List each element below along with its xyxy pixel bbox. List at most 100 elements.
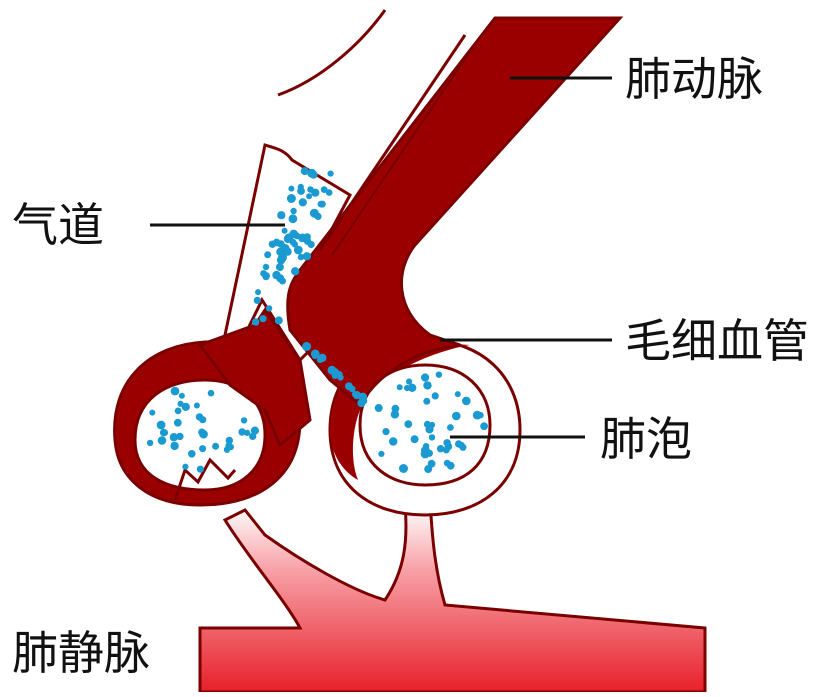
- oxygen-dot: [284, 248, 292, 256]
- oxygen-dot: [391, 410, 399, 418]
- oxygen-dot: [321, 186, 328, 193]
- oxygen-dot: [170, 433, 178, 441]
- pulmonary-vein: [200, 505, 705, 692]
- oxygen-dot: [299, 198, 307, 206]
- oxygen-dot: [160, 429, 168, 437]
- label-alveolus: 肺泡: [600, 416, 692, 462]
- oxygen-dot: [289, 214, 298, 223]
- oxygen-dot: [241, 417, 247, 423]
- oxygen-dot: [198, 429, 205, 436]
- oxygen-dot: [404, 385, 410, 391]
- oxygen-dot: [352, 391, 358, 397]
- oxygen-dot: [423, 381, 431, 389]
- oxygen-dot: [277, 240, 285, 248]
- oxygen-dot: [455, 391, 461, 397]
- oxygen-dot: [288, 186, 294, 192]
- oxygen-dot: [477, 412, 484, 419]
- oxygen-dot: [197, 466, 204, 473]
- oxygen-dot: [298, 234, 307, 243]
- label-airway: 气道: [12, 202, 104, 248]
- oxygen-dot: [170, 442, 178, 450]
- oxygen-dot: [428, 460, 436, 468]
- oxygen-dot: [249, 433, 256, 440]
- oxygen-dot: [337, 374, 343, 380]
- oxygen-dot: [158, 436, 167, 445]
- oxygen-dot: [149, 410, 155, 416]
- oxygen-dot: [429, 434, 435, 440]
- oxygen-dot: [171, 387, 180, 396]
- oxygen-dot: [174, 419, 182, 427]
- oxygen-dot: [282, 228, 288, 234]
- oxygen-dot: [266, 305, 272, 311]
- oxygen-dot: [397, 384, 403, 390]
- oxygen-dot: [226, 437, 233, 444]
- oxygen-dot: [252, 318, 259, 325]
- oxygen-dot: [447, 424, 454, 431]
- oxygen-dot: [423, 443, 429, 449]
- oxygen-dot: [404, 420, 412, 428]
- oxygen-dot: [147, 440, 153, 446]
- oxygen-dot: [182, 464, 188, 470]
- oxygen-dot: [432, 392, 439, 399]
- oxygen-dot: [311, 350, 320, 359]
- oxygen-dot: [375, 404, 383, 412]
- oxygen-dot: [399, 464, 408, 473]
- oxygen-dot: [194, 403, 200, 409]
- oxygen-dot: [276, 263, 284, 271]
- oxygen-dot: [182, 403, 190, 411]
- label-capillary: 毛细血管: [625, 318, 809, 364]
- label-pulmonary-vein: 肺静脉: [12, 630, 150, 676]
- oxygen-dot: [333, 368, 339, 374]
- oxygen-dot: [208, 390, 215, 397]
- oxygen-dot: [290, 208, 296, 214]
- oxygen-dot: [360, 398, 367, 405]
- oxygen-dot: [460, 444, 467, 451]
- label-pulmonary-artery: 肺动脉: [625, 56, 763, 102]
- oxygen-dot: [444, 460, 451, 467]
- oxygen-dot: [284, 234, 293, 243]
- oxygen-dot: [319, 201, 326, 208]
- oxygen-dot: [157, 421, 166, 430]
- oxygen-dot: [263, 272, 270, 279]
- oxygen-dot: [436, 372, 442, 378]
- oxygen-dot: [424, 421, 431, 428]
- oxygen-dot: [188, 450, 196, 458]
- oxygen-dot: [421, 450, 430, 459]
- oxygen-dot: [199, 445, 206, 452]
- oxygen-dot: [212, 443, 219, 450]
- oxygen-dot: [275, 316, 283, 324]
- oxygen-dot: [378, 451, 384, 457]
- oxygen-dot: [328, 171, 334, 177]
- oxygen-dot: [462, 397, 471, 406]
- oxygen-dot: [292, 241, 298, 247]
- oxygen-dot: [255, 289, 261, 295]
- oxygen-dot: [423, 398, 430, 405]
- oxygen-dot: [382, 428, 389, 435]
- oxygen-dot: [277, 211, 285, 219]
- oxygen-dot: [302, 342, 311, 351]
- oxygen-dot: [199, 416, 206, 423]
- oxygen-dot: [259, 315, 266, 322]
- oxygen-dot: [411, 435, 419, 443]
- oxygen-dot: [287, 194, 296, 203]
- oxygen-dot: [254, 297, 261, 304]
- oxygen-dot: [307, 169, 316, 178]
- oxygen-dot: [308, 241, 315, 248]
- oxygen-dot: [303, 252, 311, 260]
- oxygen-dot: [175, 408, 182, 415]
- oxygen-dot: [291, 267, 299, 275]
- oxygen-dot: [314, 213, 321, 220]
- oxygen-dot: [421, 373, 429, 381]
- oxygen-dot: [297, 187, 305, 195]
- oxygen-dot: [318, 354, 326, 362]
- oxygen-dot: [264, 251, 271, 258]
- oxygen-dot: [306, 193, 312, 199]
- oxygen-dot: [389, 437, 397, 445]
- bronchus-wall-curve: [278, 10, 385, 95]
- oxygen-dot: [311, 189, 319, 197]
- oxygen-dot: [452, 412, 461, 421]
- oxygen-dot: [224, 447, 230, 453]
- oxygen-dot: [263, 264, 269, 270]
- oxygen-dot: [437, 445, 444, 452]
